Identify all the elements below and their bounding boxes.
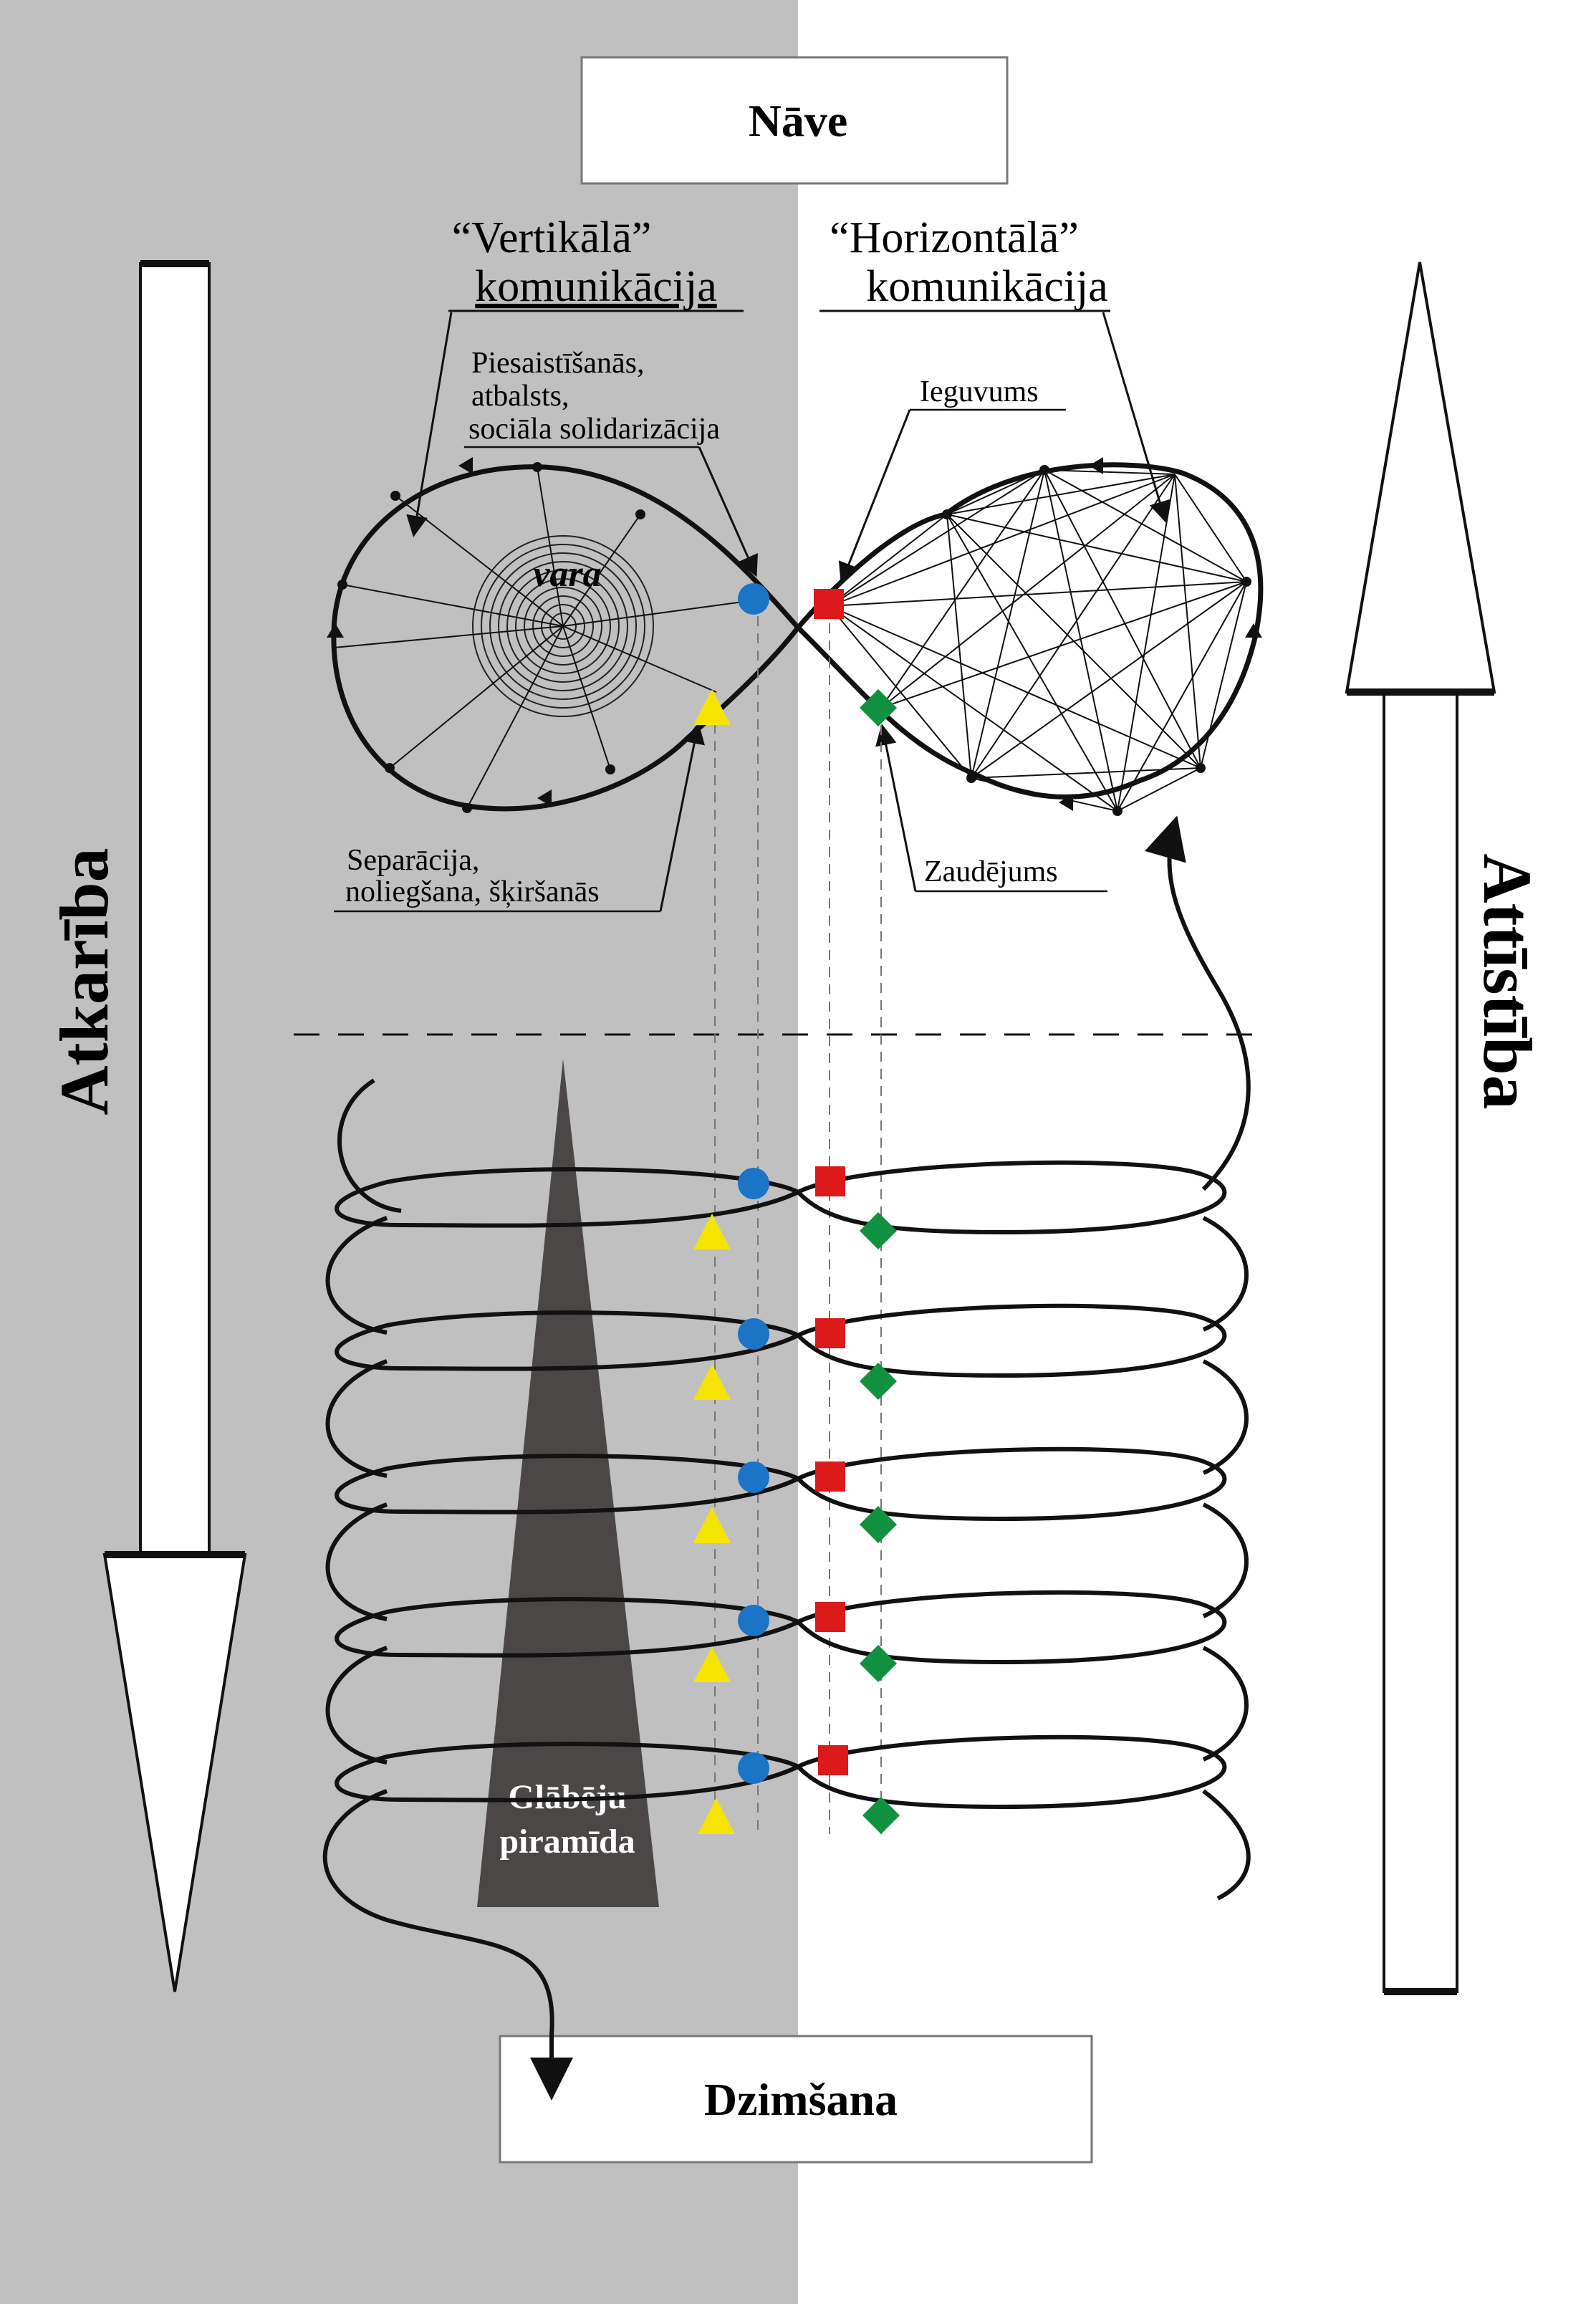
left-background [0,0,798,2304]
svg-text:Separācija,: Separācija, [347,844,479,877]
square-marker-icon [815,1318,845,1348]
horizontal-network-mesh [829,469,1247,812]
vertical-communication-heading: “Vertikālā” komunikācija [448,213,744,312]
spiral-coils [322,815,1251,2101]
attraction-label: Piesaistīšanās, atbalsts, sociāla solida… [464,347,720,448]
triangle-marker-icon [693,689,731,725]
svg-text:sociāla solidarizācija: sociāla solidarizācija [468,413,720,446]
triangle-marker-icon [693,1507,731,1543]
dependency-label: Atkarība [46,848,122,1115]
separation-label: Separācija, noliegšana, šķiršanās [334,844,660,913]
dependency-arrow: Atkarība [46,260,247,1992]
right-background [798,0,1596,2304]
vertical-comm-line2: komunikācija [475,262,716,311]
markers-coil-5 [698,1745,900,1834]
diamond-marker-icon [860,1363,897,1400]
loss-label: Zaudējums [915,855,1107,893]
triangle-marker-icon [693,1214,731,1249]
svg-text:Piesaistīšanās,: Piesaistīšanās, [471,347,644,380]
circle-marker-icon [738,1318,769,1350]
vertical-comm-line1: “Vertikālā” [452,213,652,262]
circle-marker-icon [738,1461,769,1493]
triangle-marker-icon [698,1798,735,1834]
circle-marker-icon [738,1168,769,1199]
birth-label: Dzimšana [704,2074,898,2125]
square-marker-icon [815,1602,845,1632]
svg-text:Ieguvums: Ieguvums [920,375,1039,408]
vertical-spokes [333,466,754,809]
death-box: Nāve [580,56,1009,185]
markers-coil-1 [693,1166,897,1249]
vertical-communication-loop [331,464,800,812]
markers-coil-4 [693,1602,897,1682]
markers-top [693,583,897,726]
horizontal-communication-heading: “Horizontālā” komunikācija [819,213,1110,312]
development-arrow: Attīstība [1345,261,1546,1995]
diamond-marker-icon [860,689,897,726]
power-center [472,535,654,717]
circle-marker-icon [738,1752,769,1784]
diamond-marker-icon [862,1797,900,1834]
square-marker-icon [815,1461,845,1492]
circle-marker-icon [738,583,769,615]
development-label: Attīstība [1469,853,1546,1109]
triangle-marker-icon [693,1646,731,1682]
circle-marker-icon [738,1605,769,1636]
power-label: vara [533,554,601,595]
horizontal-comm-line1: “Horizontālā” [830,213,1079,262]
horizontal-comm-line2: komunikācija [866,262,1107,311]
triangle-marker-icon [693,1364,731,1400]
svg-text:Zaudējums: Zaudējums [924,855,1058,888]
svg-text:atbalsts,: atbalsts, [471,380,569,413]
square-marker-icon [818,1745,848,1775]
diamond-marker-icon [860,1645,897,1682]
diamond-marker-icon [860,1212,897,1249]
loop-nodes [337,462,1251,816]
diamond-marker-icon [860,1506,897,1543]
gain-label: Ieguvums [910,375,1066,411]
death-label: Nāve [749,95,848,146]
markers-coil-2 [693,1318,897,1400]
pyramid-line2: piramīda [499,1823,635,1861]
loop-direction-arrows [327,457,1262,811]
square-marker-icon [815,1166,845,1196]
svg-text:noliegšana, šķiršanās: noliegšana, šķiršanās [345,875,600,908]
square-marker-icon [814,589,844,619]
birth-box: Dzimšana [499,2035,1093,2164]
rescuer-pyramid: Glābēju piramīda [477,1059,659,1907]
markers-coil-3 [693,1461,897,1543]
